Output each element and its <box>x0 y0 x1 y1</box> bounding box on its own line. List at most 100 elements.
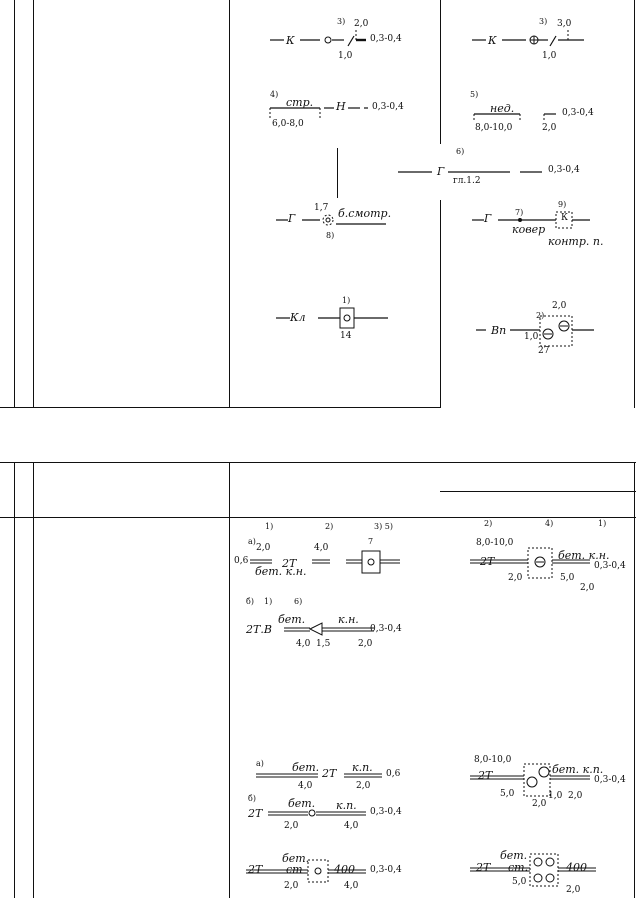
code-k: К <box>286 34 295 47</box>
label-sub: 14 <box>340 331 352 341</box>
mark-b: б) <box>248 794 256 803</box>
dim-d2: 1,5 <box>316 639 331 649</box>
note-number: 2) <box>484 519 493 528</box>
dim-up: 2,0 <box>354 19 369 29</box>
dim-tail: 0,3-0,4 <box>594 561 626 571</box>
dim-d2: 4,0 <box>344 881 359 891</box>
dim-gap: 2,0 <box>542 123 557 133</box>
note-number: 1) <box>598 519 607 528</box>
dim-d2: 2,0 <box>532 799 547 809</box>
line-icon <box>269 107 368 118</box>
col-line-1 <box>14 462 15 898</box>
row-line-head <box>0 517 636 518</box>
label-bet: бет. <box>288 797 316 810</box>
col-line-4b <box>440 200 441 408</box>
code-2t: 2Т <box>478 769 493 782</box>
dim-d3: 2,0 <box>358 639 373 649</box>
code-g: Г <box>288 212 296 225</box>
label-kp: к.п. <box>336 799 357 812</box>
dim-up2: 4,0 <box>314 543 329 553</box>
double-pipe-icon <box>268 809 366 817</box>
code-2t: 2Т <box>480 555 495 568</box>
col-line-3 <box>229 0 230 408</box>
note-number: 1) <box>264 597 273 606</box>
code-k: К <box>488 34 497 47</box>
dim-tail: 0,3-0,4 <box>548 165 580 175</box>
note-number: 3) <box>539 17 548 26</box>
code-2t: 2Т <box>248 863 263 876</box>
note-number: 3) <box>337 17 346 26</box>
label-bet: бет. <box>282 852 310 865</box>
code-g: Г <box>437 165 445 178</box>
label-kn: к.н. <box>338 613 359 626</box>
dim-length: 6,0-8,0 <box>272 119 304 129</box>
code-2t: 2Т <box>476 861 491 874</box>
dim-d1: 5,0 <box>500 789 515 799</box>
note-number-7: 7) <box>515 208 524 217</box>
dim-d2: 4,0 <box>344 821 359 831</box>
col-line-1 <box>14 0 15 408</box>
label-sub: гл.1.2 <box>453 176 481 186</box>
dim-tail: 0,3-0,4 <box>372 102 404 112</box>
note-number: 4) <box>545 519 554 528</box>
label-400: 400 <box>566 861 587 874</box>
label-sub: 27 <box>538 346 550 356</box>
note-number: 8) <box>326 231 335 240</box>
double-pipe-icon <box>250 550 400 574</box>
label-kover: ковер <box>512 223 546 236</box>
code-2tv: 2Т.В <box>246 623 272 636</box>
dim-length: 8,0-10,0 <box>474 755 512 765</box>
dim-d4: 2,0 <box>568 791 583 801</box>
dim-left: 1,0 <box>524 332 539 342</box>
line-icon <box>473 113 556 122</box>
hydrant-icon <box>476 315 594 347</box>
col-line-3 <box>229 462 230 898</box>
dim-up: 2,0 <box>256 543 271 553</box>
col-line-2 <box>33 0 34 408</box>
box-number: 7 <box>368 537 374 546</box>
label-bet: бет. <box>500 849 528 862</box>
note-number: 5) <box>470 90 479 99</box>
row-line-bottom <box>0 407 441 408</box>
double-pipe-icon <box>470 547 590 579</box>
label-400: 400 <box>334 863 355 876</box>
inspection-well-icon <box>276 214 386 226</box>
col-line-5 <box>634 462 635 898</box>
double-pipe-icon <box>256 773 382 778</box>
dim-d2: 5,0 <box>560 573 575 583</box>
double-pipe-icon <box>284 622 374 636</box>
col-line-5 <box>634 0 635 408</box>
note-number: 6) <box>456 147 465 156</box>
mark-b: б) <box>246 597 254 606</box>
dim-tail: 0,3-0,4 <box>370 865 402 875</box>
dim-d1: 2,0 <box>284 821 299 831</box>
note-number: 3) 5) <box>374 522 393 531</box>
note-number: 1) <box>342 296 351 305</box>
label-st: ст. <box>508 861 529 874</box>
code-vp: Вп <box>491 324 507 337</box>
note-number: 6) <box>294 597 303 606</box>
mark-a: а) <box>248 537 256 546</box>
line-icon <box>398 171 542 173</box>
code-2t: 2Т <box>248 807 263 820</box>
dim-tail: 0,3-0,4 <box>562 108 594 118</box>
box-glyph: К <box>561 213 568 223</box>
double-pipe-icon <box>470 763 590 797</box>
col-line-mid <box>337 148 338 198</box>
valve-box-icon <box>276 307 388 329</box>
valve-cross-icon <box>472 30 584 47</box>
code-2t: 2Т <box>282 557 297 570</box>
dim-down: 1,0 <box>542 51 557 61</box>
dim-d1: 4,0 <box>296 639 311 649</box>
label-smotr: б.смотр. <box>338 207 392 220</box>
double-pipe-icon <box>246 859 366 883</box>
dim-d1: 2,0 <box>508 573 523 583</box>
code-2t: 2Т <box>322 767 337 780</box>
label-bet: бет. к.н. <box>558 549 610 562</box>
col-line-4 <box>440 0 441 144</box>
label-kontr: контр. п. <box>548 235 604 248</box>
label-bet: бет. к.н. <box>255 565 307 578</box>
double-pipe-icon <box>470 853 596 887</box>
row-line-sub <box>440 491 636 492</box>
note-number: 1) <box>265 522 274 531</box>
